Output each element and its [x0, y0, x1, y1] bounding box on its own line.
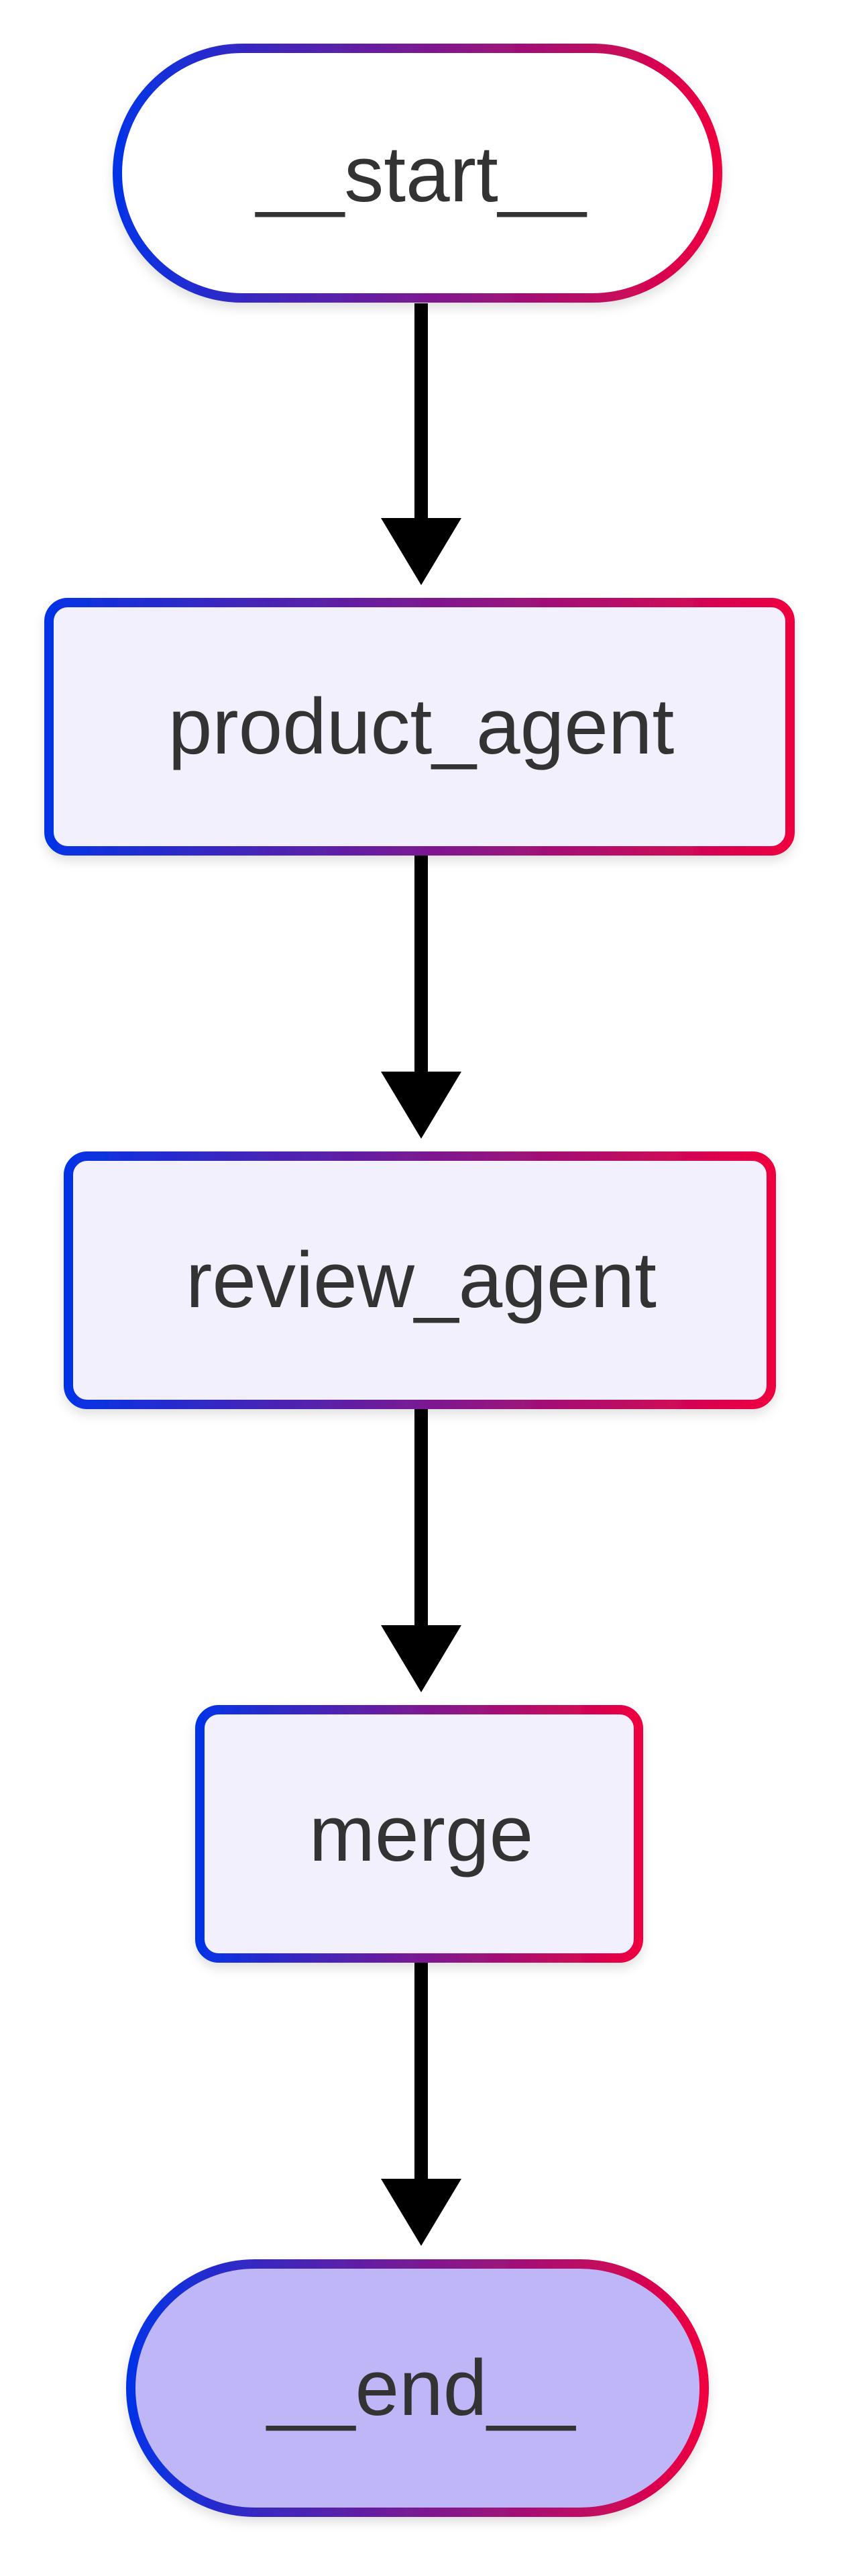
node-review-agent-label: review_agent — [186, 1236, 657, 1325]
node-review-agent[interactable]: review_agent — [64, 1151, 776, 1409]
edge-merge-to-end — [381, 1962, 461, 2246]
node-merge[interactable]: merge — [195, 1705, 643, 1963]
node-product-agent-shape — [44, 598, 795, 856]
arrowhead-icon — [381, 1625, 461, 1692]
arrowhead-icon — [381, 1072, 461, 1139]
node-merge-label: merge — [309, 1790, 533, 1878]
node-review-agent-shape — [64, 1151, 776, 1409]
node-end-shape — [126, 2259, 709, 2517]
node-start-label: __start__ — [255, 130, 587, 219]
node-end[interactable]: __end__ — [126, 2259, 709, 2517]
node-start[interactable]: __start__ — [113, 44, 722, 303]
edge-product-agent-to-review-agent — [381, 855, 461, 1139]
node-product-agent[interactable]: product_agent — [44, 598, 795, 856]
node-merge-shape — [195, 1705, 643, 1963]
arrowhead-icon — [381, 518, 461, 585]
arrowhead-icon — [381, 2179, 461, 2246]
node-product-agent-label: product_agent — [168, 682, 675, 771]
node-end-label: __end__ — [266, 2344, 576, 2432]
edge-review-agent-to-merge — [381, 1408, 461, 1692]
node-start-shape — [113, 44, 722, 303]
edge-start-to-product-agent — [381, 303, 461, 585]
